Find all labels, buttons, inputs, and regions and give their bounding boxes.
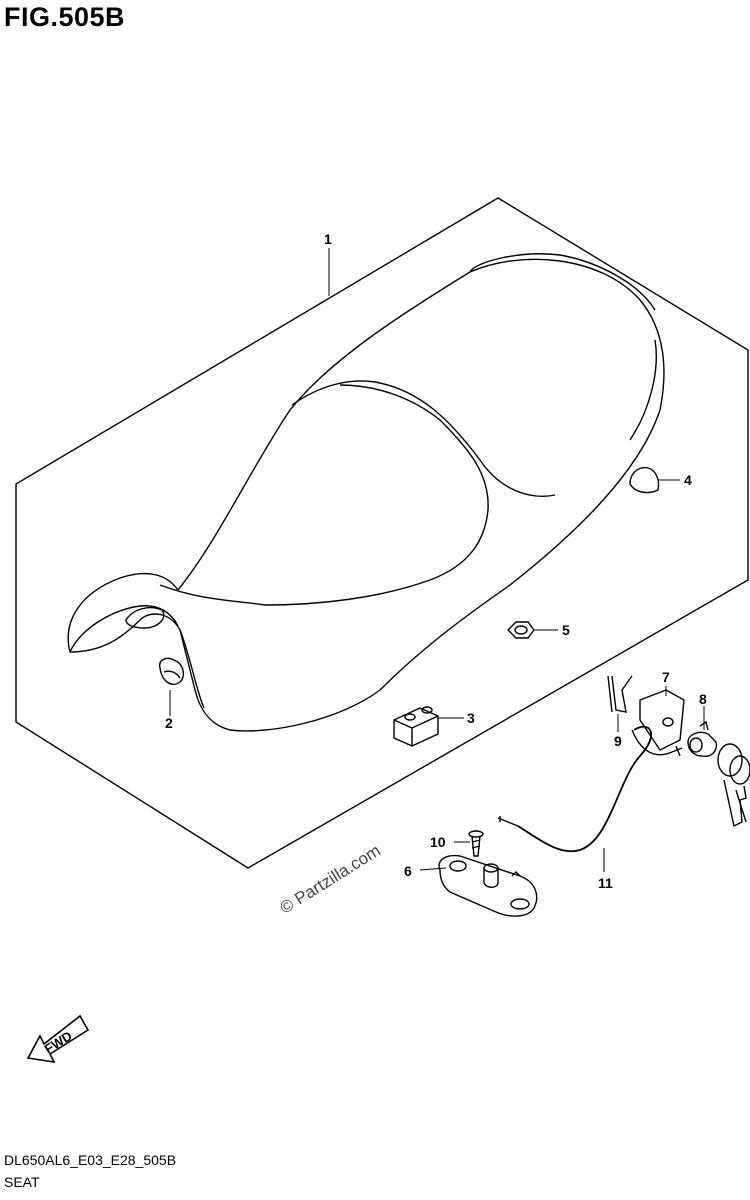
fwd-arrow-icon bbox=[26, 1014, 90, 1064]
callout-9[interactable]: 9 bbox=[614, 733, 622, 749]
callout-1[interactable]: 1 bbox=[324, 231, 332, 247]
part-4-cushion bbox=[629, 466, 660, 494]
part-9-clip bbox=[607, 675, 633, 713]
callout-8[interactable]: 8 bbox=[699, 691, 707, 707]
callout-7[interactable]: 7 bbox=[662, 669, 670, 685]
callout-11[interactable]: 11 bbox=[598, 875, 613, 891]
part-3-bracket bbox=[393, 706, 439, 747]
part-5-nut bbox=[507, 621, 535, 639]
callout-2[interactable]: 2 bbox=[165, 715, 173, 731]
part-2-cushion bbox=[159, 657, 185, 686]
part-name: SEAT bbox=[4, 1174, 40, 1190]
callout-4[interactable]: 4 bbox=[684, 472, 692, 488]
part-10-screw bbox=[468, 830, 484, 857]
callout-6[interactable]: 6 bbox=[404, 863, 412, 879]
seat-drawing bbox=[67, 253, 665, 732]
part-7-bracket bbox=[639, 689, 685, 751]
assembly-outline bbox=[15, 197, 749, 869]
callout-5[interactable]: 5 bbox=[562, 622, 570, 638]
part-code: DL650AL6_E03_E28_505B bbox=[4, 1152, 177, 1168]
part-8-key-lock bbox=[687, 720, 750, 828]
part-6-lock-base bbox=[438, 854, 538, 917]
callout-10[interactable]: 10 bbox=[430, 834, 446, 850]
callout-3[interactable]: 3 bbox=[467, 710, 475, 726]
leader-lines bbox=[169, 248, 705, 872]
figure-title: FIG.505B bbox=[4, 2, 126, 32]
part-11-cable bbox=[497, 725, 683, 853]
